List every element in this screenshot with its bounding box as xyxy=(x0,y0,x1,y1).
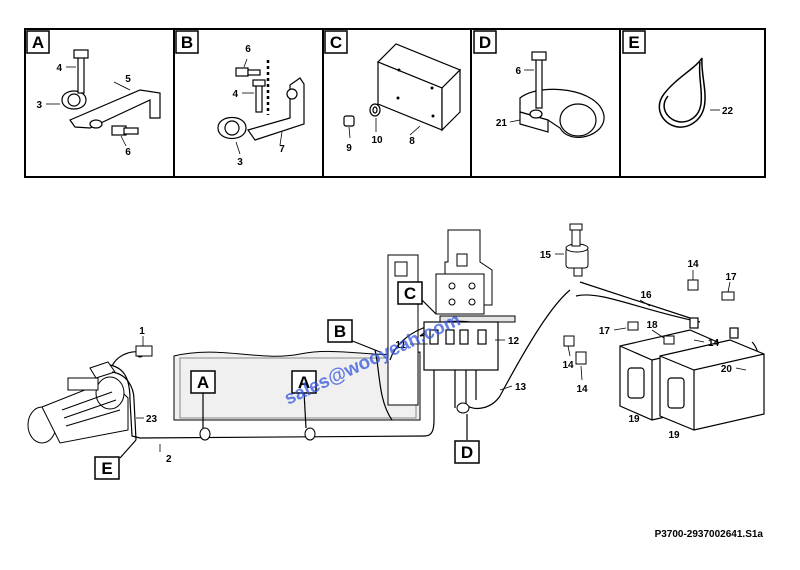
starter-motor xyxy=(27,361,129,444)
bracket-shape xyxy=(69,89,161,129)
callout-a: A xyxy=(298,373,310,392)
panel-a-label: 3 xyxy=(36,100,42,111)
item-label: 19 xyxy=(628,414,640,425)
panel-d: D 6 21 xyxy=(473,30,605,138)
panel-d-label: 21 xyxy=(496,118,508,129)
panel-a-letter: A xyxy=(32,33,44,52)
callout-e: E xyxy=(101,459,112,478)
panel-a-label: 6 xyxy=(125,147,131,158)
harness-clamps xyxy=(135,345,470,441)
item-label: 17 xyxy=(599,326,611,337)
drawing-reference: P3700-2937002641.S1a xyxy=(655,529,764,540)
item-label: 16 xyxy=(640,290,652,301)
callout-b: B xyxy=(334,322,346,341)
terminal-caps xyxy=(563,279,735,365)
item-label: 14 xyxy=(562,360,574,371)
item-label: 2 xyxy=(166,454,172,465)
panel-e: E 22 xyxy=(622,30,734,128)
bolt-shape xyxy=(77,54,85,94)
callout-d: D xyxy=(461,443,473,462)
callout-boxes: A A B C D E xyxy=(94,281,480,480)
panel-b: B 6 4 3 7 xyxy=(175,30,305,168)
panel-c: C 9 10 8 xyxy=(324,30,462,154)
panel-a: A 4 5 3 6 xyxy=(26,30,161,158)
panel-e-letter: E xyxy=(628,33,639,52)
mounting-plate xyxy=(376,43,462,132)
panel-a-label: 5 xyxy=(125,74,131,85)
panels-frame xyxy=(24,28,766,178)
panel-b-label: 7 xyxy=(279,144,285,155)
panel-b-letter: B xyxy=(181,33,193,52)
panel-b-label: 4 xyxy=(232,89,238,100)
detail-panels xyxy=(24,28,766,178)
panel-b-label: 6 xyxy=(245,44,251,55)
callout-arrows xyxy=(119,299,468,459)
panel-d-label: 6 xyxy=(515,66,521,77)
battery-right xyxy=(659,327,765,431)
panel-c-label: 8 xyxy=(409,136,415,147)
relay-box xyxy=(423,321,499,371)
item-label: 11 xyxy=(395,340,406,351)
item-label: 19 xyxy=(668,430,680,441)
item-label: 14 xyxy=(576,384,588,395)
panel-c-letter: C xyxy=(330,33,342,52)
item-label: 17 xyxy=(725,272,737,283)
item-label: 14 xyxy=(687,259,699,270)
main-labels: 1 23 2 15 14 17 16 11 12 13 17 18 14 14 … xyxy=(139,250,737,465)
panel-e-label: 22 xyxy=(722,106,734,117)
item-label: 14 xyxy=(708,338,720,349)
panel-a-label: 4 xyxy=(56,63,62,74)
panel-b-label: 3 xyxy=(237,157,243,168)
battery-switch xyxy=(565,223,589,277)
panel-c-label: 10 xyxy=(371,135,383,146)
item-label: 12 xyxy=(508,336,520,347)
cable-tie xyxy=(658,57,706,128)
callout-a: A xyxy=(197,373,209,392)
item-label: 15 xyxy=(540,250,552,261)
p-clamp xyxy=(519,51,605,138)
item-label: 20 xyxy=(721,364,733,375)
item-label: 18 xyxy=(646,320,658,331)
callout-c: C xyxy=(404,284,416,303)
panel-c-label: 9 xyxy=(346,143,352,154)
panel-d-letter: D xyxy=(479,33,491,52)
leader-lines xyxy=(136,253,747,452)
item-label: 23 xyxy=(146,414,158,425)
item-label: 1 xyxy=(139,326,145,337)
item-label: 13 xyxy=(515,382,527,393)
